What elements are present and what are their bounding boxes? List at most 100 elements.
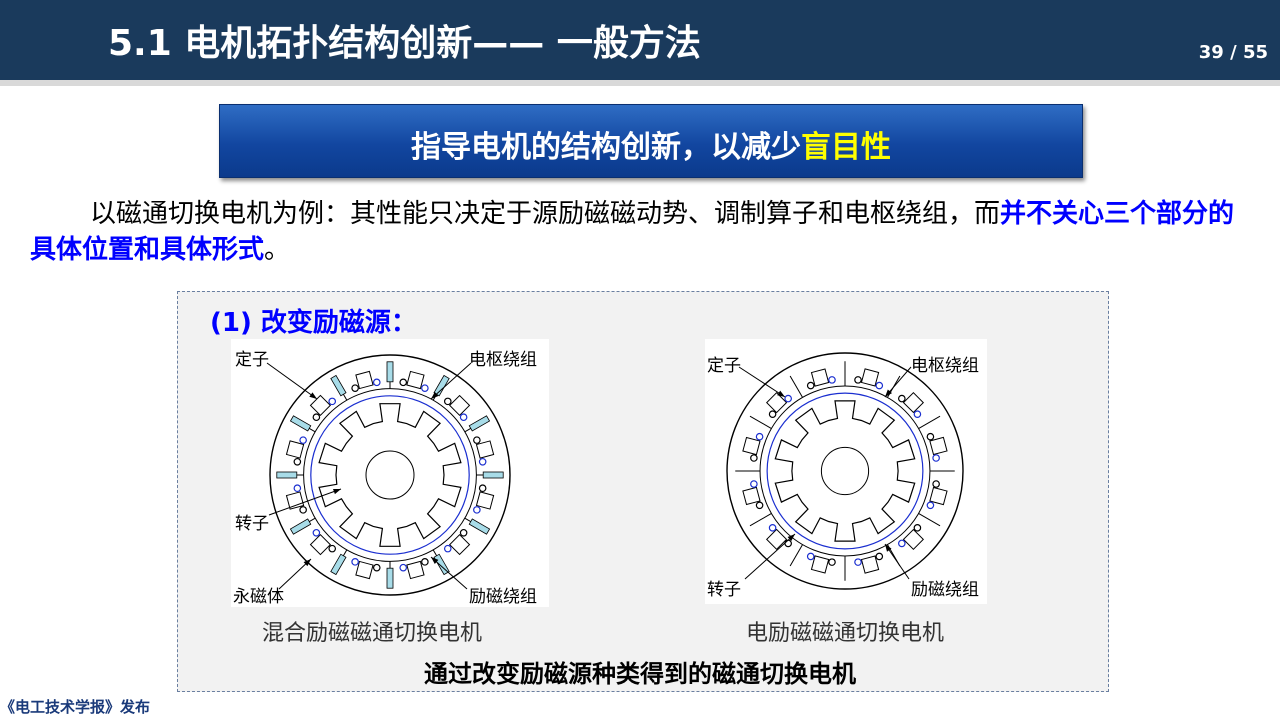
- armature-conductor: [913, 524, 922, 532]
- intro-emphasis: 并不关心三个部分的具体位置和具体形式: [30, 199, 1235, 265]
- intro-end: 。: [264, 235, 291, 265]
- armature-conductor: [299, 506, 307, 514]
- stator-tooth: [765, 392, 788, 414]
- field-conductor: [913, 410, 922, 418]
- field-conductor: [478, 457, 487, 466]
- permanent-magnet: [289, 415, 312, 432]
- figure-title: (1) 改变励磁源：: [210, 308, 417, 338]
- permanent-magnet: [482, 471, 504, 479]
- field-conductor: [328, 397, 337, 406]
- stator-tooth: [309, 394, 332, 416]
- armature-conductor: [478, 484, 487, 493]
- armature-conductor: [854, 376, 862, 384]
- armature-conductor: [421, 558, 429, 566]
- key-message-banner: 指导电机的结构创新，以减少盲目性: [219, 104, 1083, 178]
- permanent-magnet: [289, 518, 312, 535]
- leader-line: [430, 556, 468, 590]
- stator-tooth: [902, 528, 925, 551]
- right-diagram-caption: 电励磁磁通切换电机: [746, 621, 945, 646]
- stator-tooth: [355, 370, 374, 390]
- stator-tooth: [475, 440, 495, 459]
- stator-tooth: [285, 440, 305, 459]
- page-number: 39 / 55: [1198, 42, 1268, 63]
- armature-conductor: [328, 544, 337, 553]
- field-conductor: [473, 506, 481, 514]
- stator-tooth: [929, 436, 948, 456]
- stator-slot-line: [918, 513, 941, 527]
- field-winding-loop: [310, 395, 470, 555]
- field-conductor: [443, 544, 452, 553]
- leader-line: [744, 533, 796, 580]
- label-rotor: 转子: [235, 514, 269, 534]
- field-conductor: [750, 480, 758, 488]
- field-conductor: [898, 539, 906, 548]
- intro-paragraph: 以磁通切换电机为例：其性能只决定于源励磁磁动势、调制算子和电枢绕组，而并不关心三…: [30, 196, 1250, 268]
- stator-slot-line: [918, 415, 941, 429]
- field-conductor: [854, 558, 862, 566]
- stator-tooth: [406, 560, 425, 580]
- stator-tooth: [448, 533, 471, 556]
- armature-conductor: [399, 378, 408, 387]
- field-conductor: [806, 552, 815, 561]
- armature-conductor: [293, 457, 302, 466]
- hybrid-machine-drawing: [266, 354, 511, 596]
- stator-slot-line: [789, 544, 803, 567]
- header-bar: 5.1 电机拓扑结构创新—— 一般方法 39 / 55: [0, 0, 1280, 80]
- permanent-magnet: [386, 361, 394, 383]
- intro-text: 以磁通切换电机为例：其性能只决定于源励磁磁动势、调制算子和电枢绕组，而: [90, 199, 1001, 229]
- banner-highlight-text: 盲目性: [801, 130, 891, 165]
- footer-source: 《电工技术学报》发布: [0, 698, 151, 716]
- stator-tooth: [475, 491, 495, 510]
- stator-tooth: [860, 555, 880, 574]
- field-conductor: [293, 484, 302, 493]
- electric-machine-drawing: [726, 352, 964, 590]
- leader-arrowhead: [333, 489, 341, 495]
- permanent-magnet: [330, 553, 347, 576]
- armature-conductor: [932, 480, 940, 488]
- field-conductor: [299, 436, 307, 444]
- field-conductor: [421, 384, 429, 392]
- leader-arrowhead: [885, 389, 892, 397]
- armature-conductor: [312, 413, 321, 422]
- permanent-magnet: [468, 518, 491, 535]
- stator-tooth: [309, 534, 332, 556]
- armature-conductor: [898, 394, 906, 403]
- stator-tooth: [285, 491, 305, 510]
- left-diagram-caption: 混合励磁磁通切换电机: [262, 621, 483, 646]
- header-divider: [0, 80, 1280, 86]
- field-winding-loop: [766, 392, 924, 550]
- field-conductor: [932, 454, 940, 462]
- permanent-magnet: [330, 374, 347, 397]
- armature-conductor: [372, 563, 381, 572]
- stator-tooth: [448, 394, 471, 417]
- leader-arrowhead: [885, 544, 892, 552]
- leader-arrowhead: [777, 390, 785, 397]
- armature-conductor: [459, 528, 468, 537]
- permanent-magnet: [386, 567, 394, 589]
- field-conductor: [399, 563, 408, 572]
- armature-conductor: [784, 539, 792, 548]
- banner-main-text: 指导电机的结构创新，以减少: [411, 130, 801, 165]
- label-field-winding: 励磁绕组: [911, 580, 979, 600]
- leader-line: [268, 488, 342, 516]
- stator-slot-line: [749, 415, 772, 429]
- armature-conductor: [351, 384, 359, 392]
- field-conductor: [926, 501, 935, 510]
- field-conductor: [755, 432, 764, 441]
- stator-slot-line: [789, 375, 803, 398]
- stator-tooth: [765, 528, 788, 550]
- armature-conductor: [806, 381, 815, 390]
- stator-tooth: [860, 368, 880, 387]
- armature-conductor: [750, 454, 758, 462]
- label-stator: 定子: [707, 356, 741, 376]
- shaft: [820, 446, 870, 496]
- field-conductor: [372, 378, 381, 387]
- stator-tooth: [355, 560, 374, 580]
- label-rotor: 转子: [707, 580, 741, 600]
- armature-conductor: [875, 552, 884, 561]
- leader-arrowhead: [309, 392, 317, 399]
- armature-conductor: [443, 397, 452, 406]
- leader-line: [266, 362, 318, 400]
- stator-tooth: [929, 486, 948, 506]
- leader-arrowhead: [303, 559, 311, 567]
